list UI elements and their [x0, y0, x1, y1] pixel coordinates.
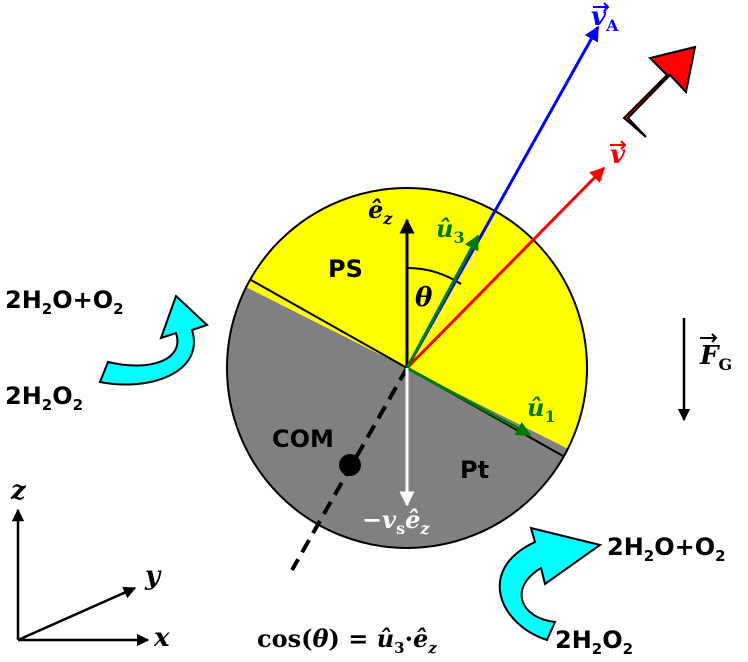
- ez-label: êz: [368, 195, 393, 228]
- u3-label: û3: [436, 214, 465, 247]
- pt-label: Pt: [460, 456, 489, 484]
- u1-vector: [406, 366, 532, 437]
- curved-reaction-arrow-icon: [98, 294, 209, 386]
- z-axis-label: z: [10, 476, 27, 506]
- y-axis: [17, 586, 137, 642]
- theta-label: θ: [415, 283, 433, 313]
- ps-label: PS: [328, 255, 363, 283]
- reaction-tl-reactant: 2H2O2: [5, 382, 83, 414]
- vs-label: −vsêz: [362, 505, 430, 538]
- reaction-br-reactant: 2H2O2: [555, 626, 633, 658]
- v-overarrow: [610, 140, 627, 150]
- coordinate-axes: z x y: [10, 476, 170, 653]
- v-vector: [405, 166, 606, 370]
- fg-label: FG: [699, 341, 732, 374]
- y-axis-label: y: [144, 561, 162, 591]
- particle-outline: [226, 187, 588, 549]
- reaction-br-product: 2H2O+O2: [607, 533, 726, 565]
- curved-reaction-arrow-icon: [498, 526, 603, 642]
- cos-theta-formula: cos(θ) = û3·êz: [257, 624, 437, 657]
- va-label: vA: [591, 2, 619, 35]
- va-overarrow: [593, 2, 610, 12]
- com-point: [339, 454, 361, 476]
- reaction-tl-product: 2H2O+O2: [5, 286, 124, 318]
- com-label: COM: [272, 425, 334, 453]
- theta-arc: [406, 267, 462, 285]
- u3-vector: [405, 234, 480, 369]
- x-axis-label: x: [153, 623, 170, 653]
- fg-overarrow: [700, 333, 718, 343]
- direction-arrow-icon: [622, 45, 697, 138]
- u1-label: û1: [527, 393, 556, 426]
